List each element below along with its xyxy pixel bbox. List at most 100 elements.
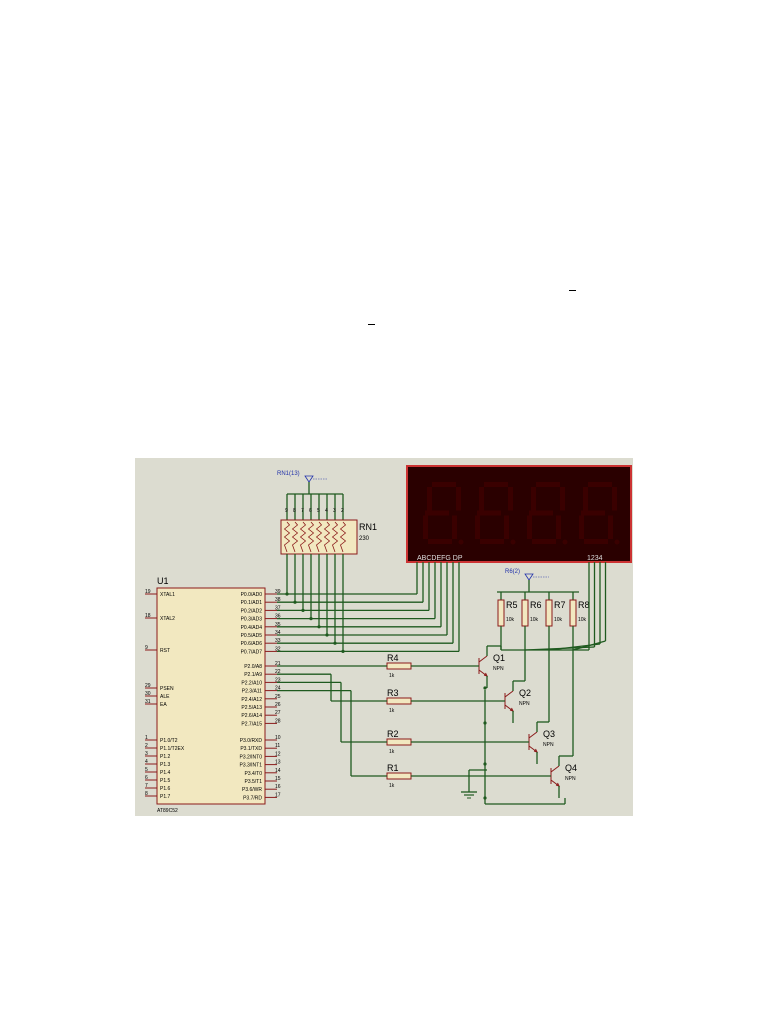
mcu-pin-number: 16	[275, 784, 281, 790]
rn1-resistor	[315, 521, 323, 553]
mcu-pin-name: XTAL1	[160, 592, 175, 598]
rn1-resistor	[323, 521, 331, 553]
rn1-pin-number: 2	[341, 508, 344, 514]
mcu-pin-name: P1.1/T2EX	[160, 746, 185, 752]
pullup-resistor-value: 10k	[506, 617, 515, 623]
transistor-type: NPN	[565, 776, 576, 782]
display-digit	[579, 482, 620, 545]
rn1-pin-number: 4	[325, 508, 328, 514]
mcu-body	[156, 587, 266, 805]
mcu-pin-name: EA	[160, 702, 167, 708]
pullup-resistor-ref: R7	[554, 600, 566, 610]
pullup-resistor-ref: R8	[578, 600, 590, 610]
mcu-pin-name: P3.0/RXD	[240, 738, 263, 744]
base-resistor-body	[386, 697, 412, 705]
base-resistor-ref: R1	[387, 763, 399, 773]
mcu-pin-number: 8	[145, 791, 148, 797]
rn1-resistor	[331, 521, 339, 553]
mcu-pin-name: P2.2/A10	[241, 680, 262, 686]
mcu-right-pins: 39P0.0/AD038P0.1/AD137P0.2/AD236P0.3/AD3…	[239, 589, 280, 801]
mcu-pin-number: 17	[275, 792, 281, 798]
rn1-value: 230	[359, 536, 370, 542]
mcu-pin-number: 32	[275, 646, 281, 652]
mcu-pin-number: 7	[145, 783, 148, 789]
mcu-pin-number: 10	[275, 735, 281, 741]
pullup-resistor-body	[497, 599, 505, 627]
mcu-pin-name: P3.4/T0	[244, 771, 262, 777]
mcu-pin-number: 15	[275, 776, 281, 782]
display-digit	[527, 482, 568, 545]
mcu-pin-name: P1.0/T2	[160, 738, 178, 744]
base-resistor-ref: R3	[387, 688, 399, 698]
mcu-pin-name: P3.3/INT1	[239, 763, 262, 769]
mcu-pin-name: P0.6/AD6	[241, 641, 263, 647]
display-digits	[423, 482, 620, 545]
mcu-pin-name: PSEN	[160, 686, 174, 692]
mcu-pin-number: 39	[275, 589, 281, 595]
mcu-pin-number: 14	[275, 768, 281, 774]
mcu-pin-number: 37	[275, 605, 281, 611]
mcu-pin-number: 34	[275, 630, 281, 636]
rn1-resistor	[283, 521, 291, 553]
mcu-pin-number: 26	[275, 702, 281, 708]
pullup-power-label: R6(2)	[505, 569, 520, 575]
mcu-pin-name: RST	[160, 648, 170, 654]
mcu-pin-name: P1.4	[160, 770, 171, 776]
mcu-pin-number: 29	[145, 683, 151, 689]
mcu-pin-number: 1	[145, 735, 148, 741]
mcu-pin-name: P3.7/RD	[243, 795, 262, 801]
mcu-pin-name: P0.4/AD4	[241, 625, 263, 631]
mcu-pin-name: P1.7	[160, 794, 171, 800]
transistor-type: NPN	[519, 701, 530, 707]
rn1-pin-number: 8	[293, 508, 296, 514]
base-resistor-value: 1k	[389, 708, 395, 714]
mcu-pin-number: 13	[275, 760, 281, 766]
mcu-pin-name: P2.6/A14	[241, 713, 262, 719]
mcu-pin-number: 21	[275, 661, 281, 667]
stray-dash-1	[569, 290, 576, 291]
mcu-pin-name: P2.1/A9	[244, 672, 262, 678]
ground-symbol	[461, 776, 477, 799]
base-resistor-value: 1k	[389, 749, 395, 755]
mcu-pin-number: 22	[275, 669, 281, 675]
mcu-pin-name: P0.2/AD2	[241, 608, 263, 614]
transistor-ref: Q3	[543, 729, 555, 739]
rn1-resistor	[307, 521, 315, 553]
mcu-pin-number: 6	[145, 775, 148, 781]
mcu-pin-number: 3	[145, 751, 148, 757]
pullup-resistor-body	[569, 599, 577, 627]
mcu-pin-name: P3.5/T1	[244, 779, 262, 785]
mcu-pin-number: 18	[145, 613, 151, 619]
mcu-ref: U1	[157, 576, 169, 586]
mcu-pin-name: P1.3	[160, 762, 171, 768]
rn1-resistor	[299, 521, 307, 553]
mcu-pin-name: ALE	[160, 694, 170, 700]
mcu-pin-number: 25	[275, 694, 281, 700]
mcu-pin-number: 11	[275, 743, 280, 749]
mcu-pin-number: 2	[145, 743, 148, 749]
mcu-pin-number: 5	[145, 767, 148, 773]
pullup-resistor-value: 10k	[554, 617, 563, 623]
base-resistor-value: 1k	[389, 673, 395, 679]
mcu-pin-number: 19	[145, 589, 151, 595]
transistor-ref: Q4	[565, 763, 577, 773]
pullup-resistor-body	[521, 599, 529, 627]
pullup-resistor-ref: R5	[506, 600, 518, 610]
rn1-power-label: RN1(13)	[277, 471, 300, 477]
mcu-pin-number: 4	[145, 759, 148, 765]
transistor-ref: Q2	[519, 688, 531, 698]
rn1-pin-number: 9	[285, 508, 288, 514]
mcu-pin-number: 28	[275, 718, 281, 724]
mcu-pin-name: P1.5	[160, 778, 171, 784]
mcu-pin-name: P2.5/A13	[241, 705, 262, 711]
